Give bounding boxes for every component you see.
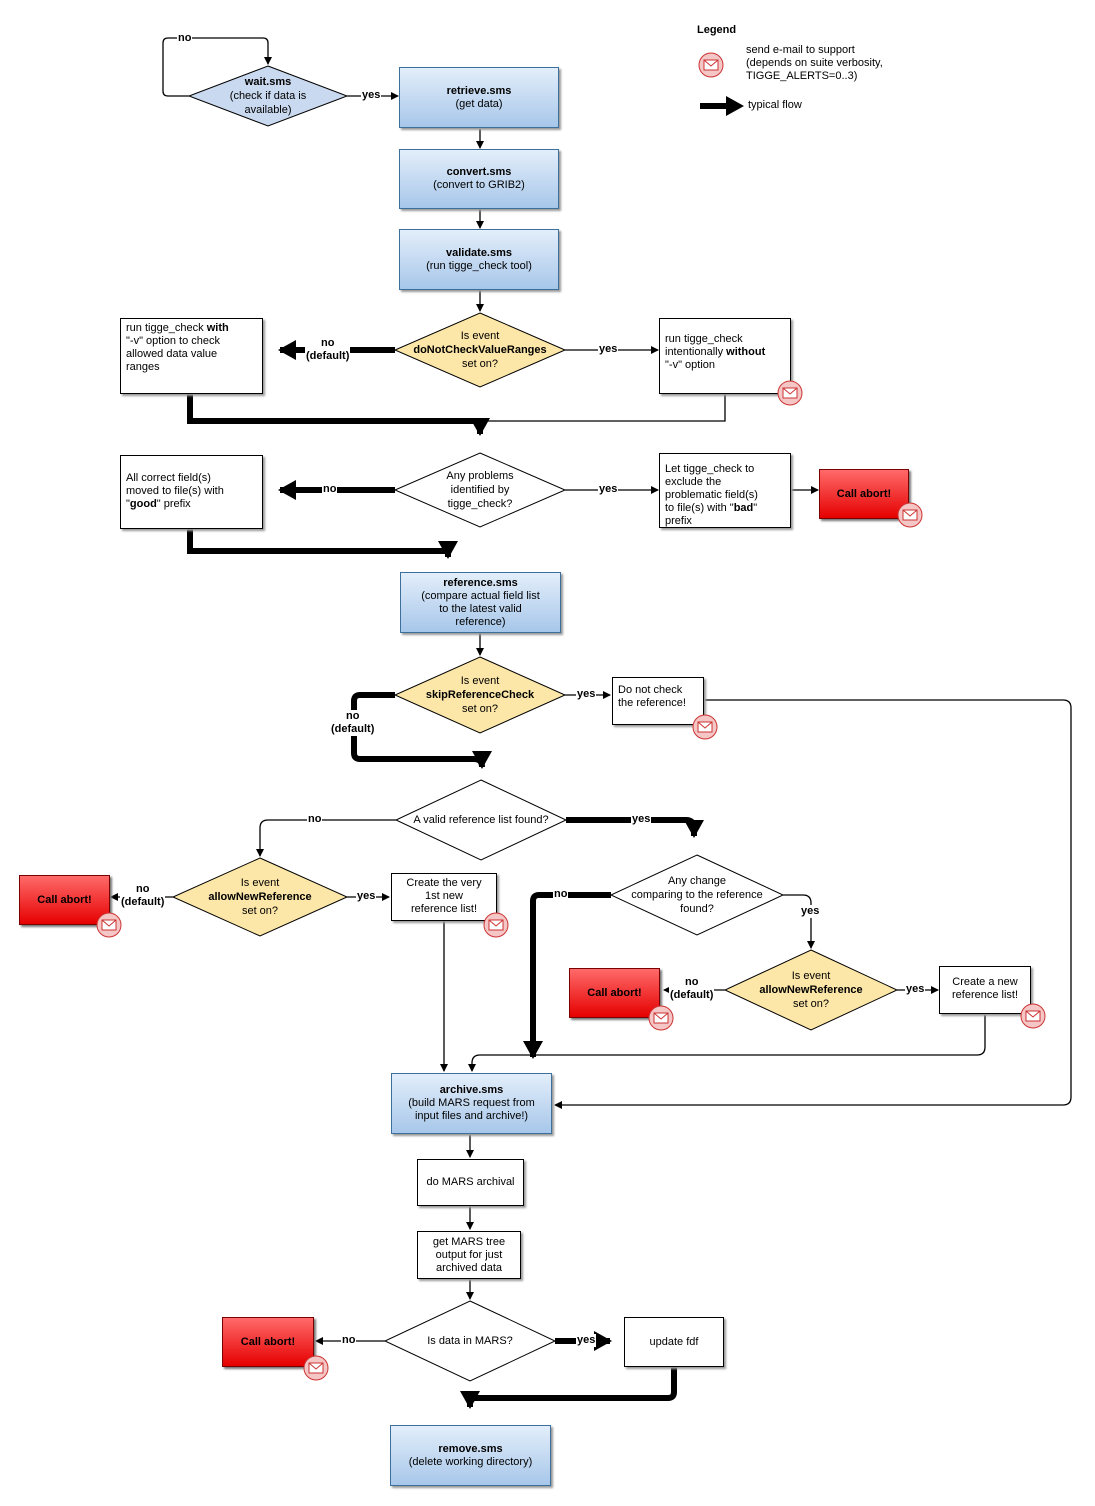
legend-flow-text: typical flow	[748, 99, 802, 111]
edge-label-yes: yes	[598, 343, 619, 356]
decision-allow1	[171, 857, 349, 937]
decision-donotcheck	[393, 312, 567, 388]
run-without-v-node[interactable]: run tigge_check intentionally without "-…	[659, 318, 791, 394]
edge-label-no: no	[341, 1334, 357, 1347]
call-abort-node[interactable]: Call abort!	[569, 968, 660, 1018]
reference-sms-node[interactable]: reference.sms (compare actual field list…	[400, 572, 561, 633]
call-abort-node[interactable]: Call abort!	[222, 1317, 314, 1367]
convert-sms-node[interactable]: convert.sms(convert to GRIB2)	[399, 149, 559, 209]
edge-label-no: no	[307, 813, 323, 826]
call-abort-node[interactable]: Call abort!	[19, 875, 110, 925]
decision-skipref	[393, 656, 567, 734]
decision-inmars	[383, 1300, 557, 1382]
edge-label-yes: yes	[598, 483, 619, 496]
legend-title: Legend	[697, 24, 737, 36]
edge-label-no: no	[553, 888, 569, 901]
inmars-decision[interactable]: Is data in MARS?	[427, 1335, 513, 1347]
edge-label-yes: yes	[361, 89, 382, 102]
edge-label-no: no	[322, 483, 338, 496]
email-alert-icon	[1020, 1003, 1046, 1029]
edge-label-no-default: no(default)	[330, 710, 376, 736]
email-alert-icon	[648, 1005, 674, 1031]
validref-decision[interactable]: A valid reference list found?	[413, 814, 549, 826]
update-fdf-node[interactable]: update fdf	[624, 1317, 724, 1367]
decision-problems	[393, 452, 567, 528]
retrieve-sms-node[interactable]: retrieve.sms(get data)	[399, 67, 559, 128]
good-prefix-node[interactable]: All correct field(s)moved to file(s) wit…	[120, 455, 263, 529]
edge-label-yes: yes	[800, 905, 821, 918]
edge-label-no: no	[177, 32, 193, 45]
email-alert-icon	[483, 912, 509, 938]
decision-change	[609, 854, 785, 936]
edge-label-yes: yes	[631, 813, 652, 826]
decision-wait	[187, 65, 349, 127]
validate-sms-node[interactable]: validate.sms(run tigge_check tool)	[399, 229, 559, 290]
remove-sms-node[interactable]: remove.sms(delete working directory)	[390, 1425, 551, 1486]
mars-archival-node[interactable]: do MARS archival	[417, 1159, 524, 1206]
edge-label-no-default: no(default)	[305, 337, 351, 363]
email-alert-icon	[692, 714, 718, 740]
decision-allow2	[723, 949, 899, 1031]
email-alert-icon	[698, 52, 724, 78]
email-alert-icon	[96, 912, 122, 938]
edge-label-no-default: no(default)	[120, 883, 166, 909]
edge-label-no-default: no(default)	[669, 976, 715, 1002]
email-alert-icon	[303, 1355, 329, 1381]
edge-label-yes: yes	[356, 890, 377, 903]
run-with-v-node[interactable]: run tigge_check with "-v" option to chec…	[120, 318, 263, 394]
email-alert-icon	[777, 380, 803, 406]
legend-mail-text: send e-mail to support(depends on suite …	[746, 44, 883, 82]
email-alert-icon	[897, 502, 923, 528]
decision-validref	[394, 779, 568, 861]
edge-label-yes: yes	[576, 688, 597, 701]
edge-label-yes: yes	[576, 1334, 597, 1347]
call-abort-node[interactable]: Call abort!	[819, 469, 909, 519]
edge-label-yes: yes	[905, 983, 926, 996]
